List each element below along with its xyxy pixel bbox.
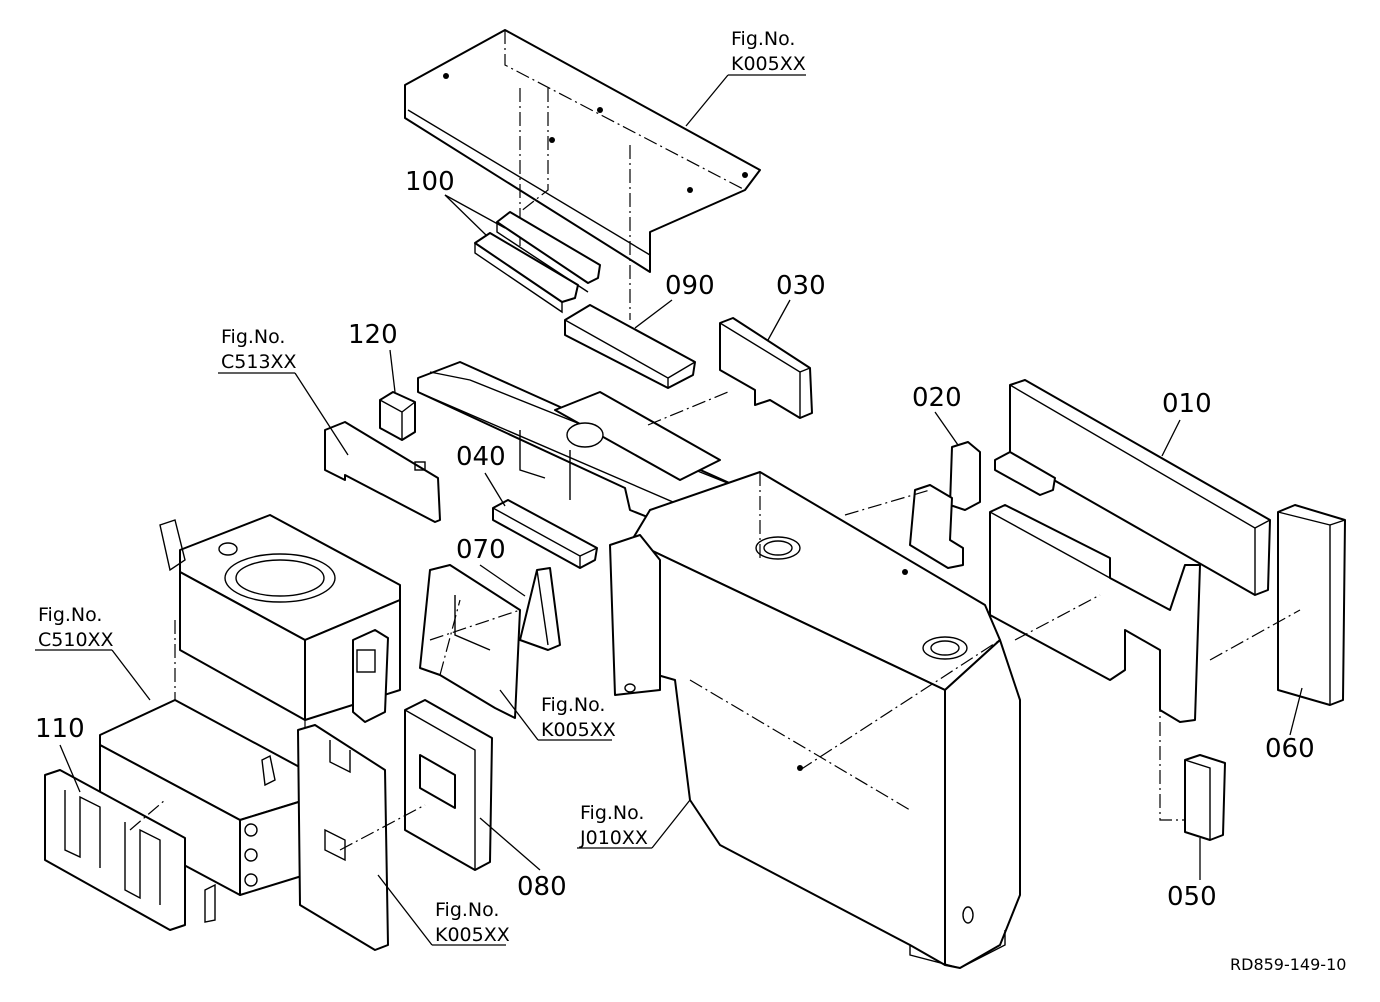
label-110: 110 bbox=[35, 714, 85, 744]
fig-k005-top-line2: K005XX bbox=[731, 53, 806, 75]
fuel-tank-c510 bbox=[99, 514, 401, 923]
panel-c513 bbox=[324, 421, 441, 523]
label-040: 040 bbox=[456, 442, 506, 472]
figure-reference-labels: Fig.No. K005XX Fig.No. C513XX Fig.No. C5… bbox=[38, 28, 806, 946]
fig-c510-line2: C510XX bbox=[38, 629, 114, 651]
fig-c513-line1: Fig.No. bbox=[221, 326, 285, 348]
fig-j010-line1: Fig.No. bbox=[580, 802, 644, 824]
foam-bracket-020 bbox=[909, 441, 981, 569]
label-010: 010 bbox=[1162, 389, 1212, 419]
foam-block-050 bbox=[1184, 754, 1226, 841]
foam-panel-lower bbox=[989, 504, 1201, 723]
part-number-labels: 100 090 030 120 020 010 040 070 060 080 … bbox=[35, 167, 1315, 912]
wedge-070 bbox=[519, 567, 561, 651]
bracket-120 bbox=[379, 391, 416, 441]
top-cover-plate bbox=[404, 29, 761, 320]
foam-panel-010 bbox=[994, 379, 1271, 596]
side-bracket bbox=[352, 629, 389, 723]
label-070: 070 bbox=[456, 535, 506, 565]
fig-c510-line1: Fig.No. bbox=[38, 604, 102, 626]
mat-110 bbox=[44, 769, 186, 931]
mid-cover bbox=[419, 564, 521, 719]
hydraulic-tank-j010 bbox=[609, 471, 1021, 969]
drawing-code: RD859-149-10 bbox=[1230, 955, 1346, 974]
foam-strip-040 bbox=[492, 499, 598, 569]
label-080: 080 bbox=[517, 872, 567, 902]
fig-k005-bottom-line2: K005XX bbox=[435, 924, 510, 946]
label-020: 020 bbox=[912, 383, 962, 413]
fig-k005-mid-line2: K005XX bbox=[541, 719, 616, 741]
foam-block-030 bbox=[719, 317, 813, 419]
assembly-lines bbox=[129, 489, 1301, 851]
frame-pad-080 bbox=[404, 699, 493, 871]
foam-strip-090 bbox=[564, 304, 696, 389]
fig-c513-line2: C513XX bbox=[221, 351, 297, 373]
label-050: 050 bbox=[1167, 882, 1217, 912]
fig-k005-top-line1: Fig.No. bbox=[731, 28, 795, 50]
label-030: 030 bbox=[776, 271, 826, 301]
cross-member-frame bbox=[417, 361, 746, 521]
label-090: 090 bbox=[665, 271, 715, 301]
foam-strips-100 bbox=[474, 211, 601, 314]
leader-lines bbox=[35, 74, 1303, 946]
label-120: 120 bbox=[348, 320, 398, 350]
foam-tall-060 bbox=[1277, 504, 1346, 706]
fig-k005-mid-line1: Fig.No. bbox=[541, 694, 605, 716]
label-100: 100 bbox=[405, 167, 455, 197]
fig-j010-line2: J010XX bbox=[579, 827, 648, 849]
label-060: 060 bbox=[1265, 734, 1315, 764]
fig-k005-bottom-line1: Fig.No. bbox=[435, 899, 499, 921]
lower-side-cover bbox=[297, 724, 389, 951]
